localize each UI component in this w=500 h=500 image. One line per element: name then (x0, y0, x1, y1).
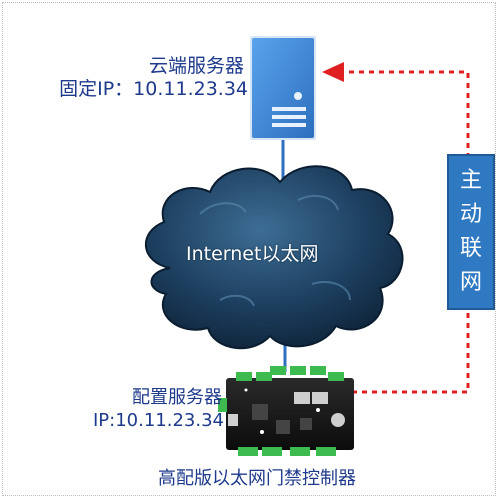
internet-label: Internet以太网 (186, 243, 319, 265)
internet-cloud-highlights (199, 194, 351, 307)
cloud-server-ip: 固定IP：10.11.23.34 (59, 78, 248, 100)
config-server-label: 配置服务器 (132, 387, 222, 408)
cloud-server-label: 云端服务器 (148, 55, 244, 77)
access-controller-board (218, 366, 354, 456)
controller-label: 高配版以太网门禁控制器 (158, 468, 356, 489)
badge-char-3: 联 (459, 236, 482, 261)
config-server-ip: IP:10.11.23.34 (92, 410, 224, 431)
internet-cloud-icon (145, 165, 404, 350)
badge-char-2: 动 (459, 202, 482, 227)
cloud-server-icon (250, 36, 316, 140)
badge-char-1: 主 (459, 168, 482, 193)
badge-char-4: 网 (459, 270, 482, 295)
active-link-badge: 主 动 联 网 (447, 154, 495, 310)
diagram-frame (2, 2, 496, 496)
active-link-arrowhead (322, 62, 344, 82)
